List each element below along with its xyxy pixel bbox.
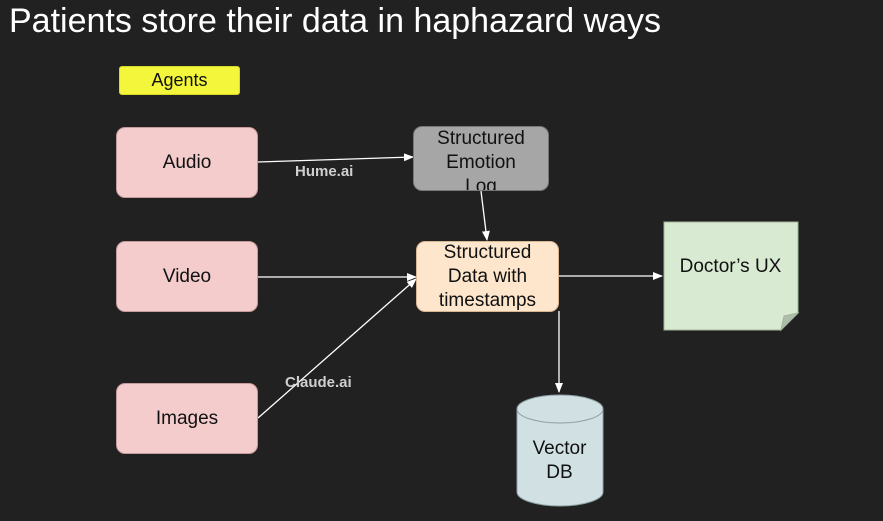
edge-images-to-structured [257,278,417,419]
structured-data-node: Structured Data with timestamps [416,241,559,312]
edge-emotion-to-structured [480,190,490,241]
audio-node: Audio [116,127,258,198]
video-node: Video [116,241,258,312]
images-node: Images [116,383,258,454]
hume-edge-label: Hume.ai [295,163,354,180]
vector-db-body [516,409,604,507]
vector-db-top [516,394,604,424]
doctor-ux-label: Doctor’s UX [679,256,782,277]
claude-edge-label: Claude.ai [285,374,352,391]
doctor-ux-fold [780,312,800,332]
emotion-log-node: Structured Emotion Log [413,126,549,191]
agents-legend-tag: Agents [119,66,240,95]
edge-audio-to-emotion [257,153,414,163]
page-title: Patients store their data in haphazard w… [9,2,662,40]
vector-db-label: Vector DB [532,438,587,483]
